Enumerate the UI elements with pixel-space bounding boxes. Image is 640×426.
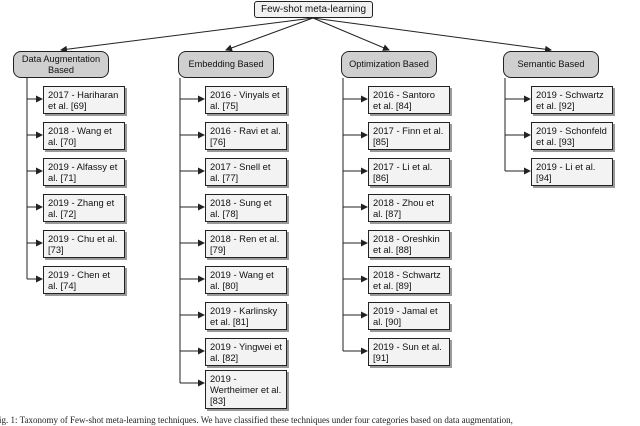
item-box: 2019 - Sun et al. [91]	[368, 338, 450, 366]
item-box: 2019 - Wang et al. [80]	[205, 266, 287, 294]
item-box: 2019 - Chen et al. [74]	[43, 266, 125, 294]
root-node: Few-shot meta-learning	[254, 1, 373, 18]
item-box: 2016 - Ravi et al. [76]	[205, 122, 287, 150]
item-box: 2019 - Li et al. [94]	[531, 158, 613, 186]
category-label: Data Augmentation Based	[21, 53, 101, 75]
item-box: 2016 - Vinyals et al. [75]	[205, 86, 287, 114]
item-box: 2018 - Oreshkin et al. [88]	[368, 230, 450, 258]
figure-caption: Fig. 1: Taxonomy of Few-shot meta-learni…	[0, 415, 640, 426]
item-box: 2019 - Wertheimer et al. [83]	[205, 370, 287, 409]
caption-text: Fig. 1: Taxonomy of Few-shot meta-learni…	[0, 415, 513, 425]
item-box: 2016 - Santoro et al. [84]	[368, 86, 450, 114]
category-semantic: Semantic Based	[503, 51, 599, 78]
item-box: 2019 - Karlinsky et al. [81]	[205, 302, 287, 330]
item-box: 2018 - Sung et al. [78]	[205, 194, 287, 222]
item-box: 2017 - Hariharan et al. [69]	[43, 86, 125, 114]
item-box: 2017 - Li et al. [86]	[368, 158, 450, 186]
category-embedding: Embedding Based	[178, 51, 274, 78]
root-connector-arrow	[312, 17, 552, 53]
item-box: 2018 - Wang et al. [70]	[43, 122, 125, 150]
root-connector-arrow	[60, 17, 314, 53]
item-box: 2019 - Jamal et al. [90]	[368, 302, 450, 330]
root-connector-arrow	[225, 17, 314, 52]
category-label: Optimization Based	[349, 59, 429, 69]
item-box: 2019 - Alfassy et al. [71]	[43, 158, 125, 186]
item-box: 2018 - Ren et al. [79]	[205, 230, 287, 258]
category-data-augmentation: Data Augmentation Based	[13, 51, 109, 78]
item-box: 2019 - Yingwei et al. [82]	[205, 338, 287, 366]
item-box: 2018 - Schwartz et al. [89]	[368, 266, 450, 294]
item-box: 2018 - Zhou et al. [87]	[368, 194, 450, 222]
category-label: Semantic Based	[517, 59, 585, 69]
item-box: 2019 - Schwartz et al. [92]	[531, 86, 613, 114]
category-label: Embedding Based	[188, 59, 264, 69]
item-box: 2019 - Chu et al. [73]	[43, 230, 125, 258]
item-box: 2019 - Schonfeld et al. [93]	[531, 122, 613, 150]
item-box: 2017 - Snell et al. [77]	[205, 158, 287, 186]
item-box: 2019 - Zhang et al. [72]	[43, 194, 125, 222]
item-box: 2017 - Finn et al. [85]	[368, 122, 450, 150]
category-optimization: Optimization Based	[341, 51, 437, 78]
root-connector-arrow	[312, 17, 390, 51]
